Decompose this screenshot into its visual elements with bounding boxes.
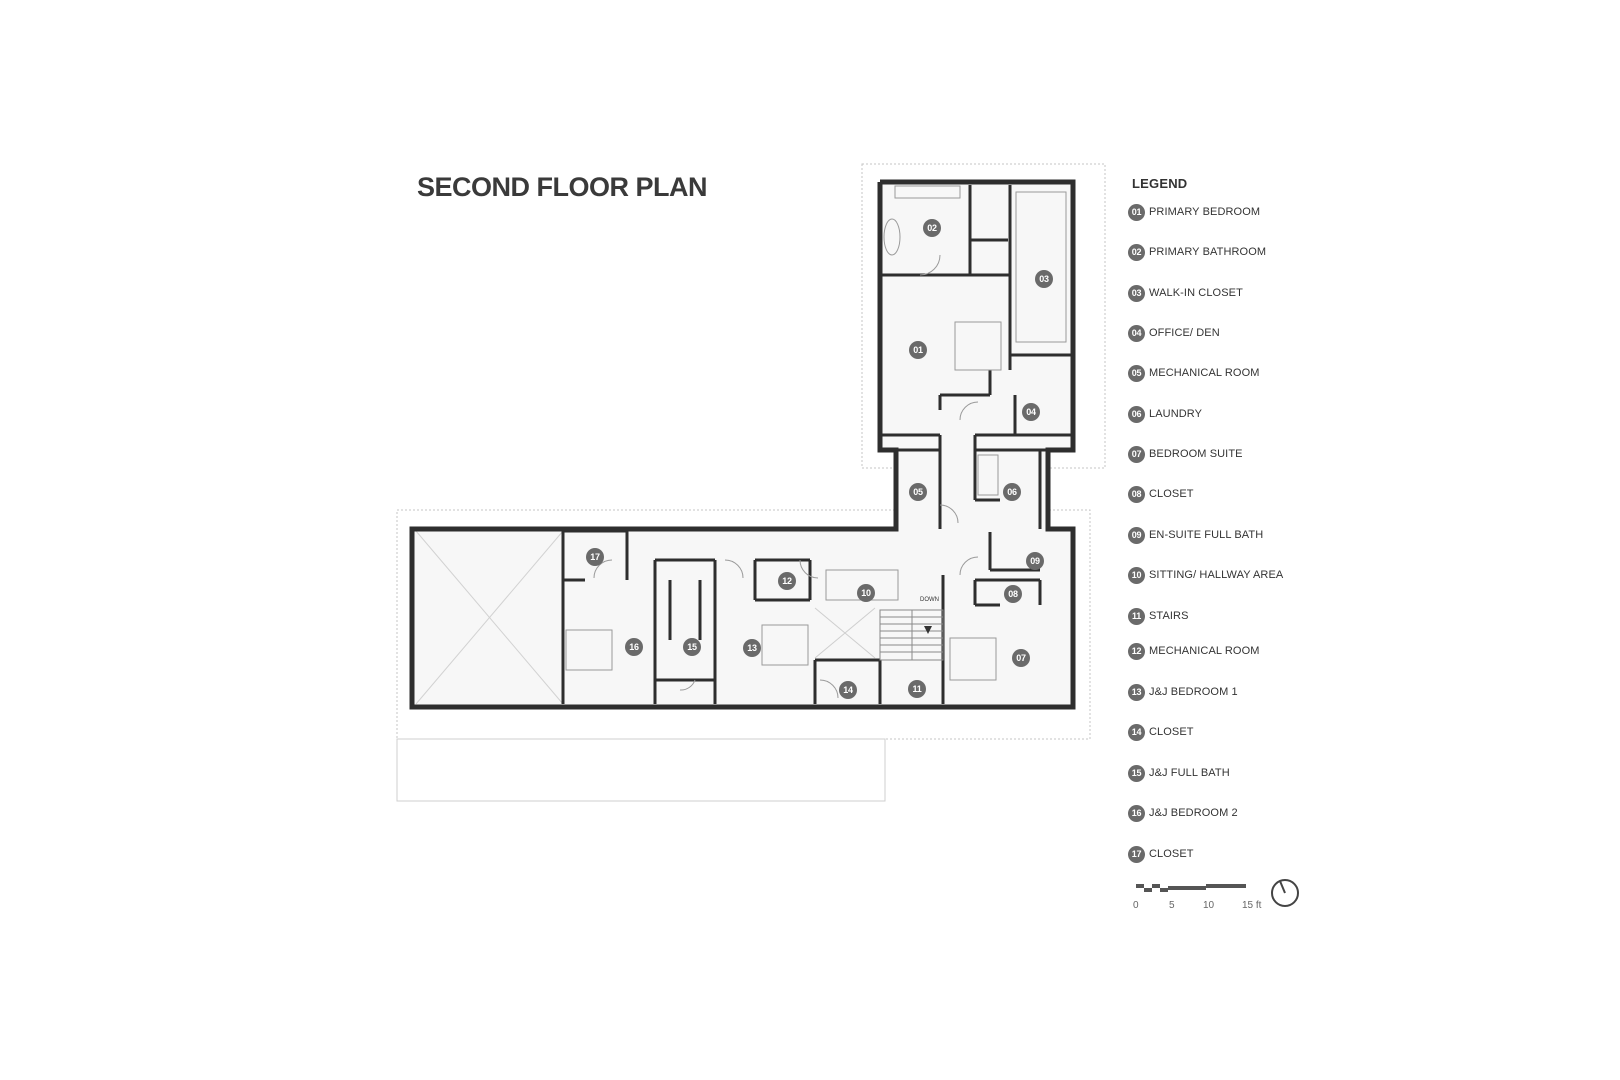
bedroom-07-bed (949, 637, 997, 681)
legend-item: 07 BEDROOM SUITE (1128, 445, 1328, 463)
legend-number-badge: 14 (1128, 723, 1145, 741)
legend-label: J&J FULL BATH (1149, 767, 1230, 779)
legend-number-badge: 11 (1128, 607, 1145, 625)
legend-number-badge: 13 (1128, 683, 1145, 701)
garage-open-to-below (415, 530, 564, 705)
room-tag: 02 (923, 219, 941, 237)
legend-item: 17 CLOSET (1128, 845, 1328, 863)
legend-number-badge: 02 (1128, 243, 1145, 261)
room-tag: 05 (909, 483, 927, 501)
room-tag: 12 (778, 572, 796, 590)
room-tag: 14 (839, 681, 857, 699)
legend-label: PRIMARY BEDROOM (1149, 206, 1261, 218)
door-swings (593, 254, 979, 699)
legend-label: CLOSET (1149, 848, 1194, 860)
scale-tick-5: 5 (1169, 900, 1175, 911)
stair-arrow-icon (924, 626, 932, 634)
stair-treads (879, 609, 944, 661)
room-tag: 01 (909, 341, 927, 359)
room-tag: 03 (1035, 270, 1053, 288)
legend-item: 10 SITTING/ HALLWAY AREA (1128, 566, 1328, 584)
legend-number-badge: 03 (1128, 284, 1145, 302)
page-title: SECOND FLOOR PLAN (417, 172, 708, 202)
room-tag: 13 (743, 639, 761, 657)
legend-item: 16 J&J BEDROOM 2 (1128, 804, 1328, 822)
legend-label: WALK-IN CLOSET (1149, 287, 1243, 299)
legend-item: 06 LAUNDRY (1128, 405, 1328, 423)
legend-number-badge: 07 (1128, 445, 1145, 463)
closet-shelving (1015, 191, 1067, 343)
legend-number-badge: 05 (1128, 364, 1145, 382)
legend-label: LAUNDRY (1149, 408, 1203, 420)
legend-item: 03 WALK-IN CLOSET (1128, 284, 1328, 302)
legend-number-badge: 17 (1128, 845, 1145, 863)
room-tag: 16 (625, 638, 643, 656)
legend-label: OFFICE/ DEN (1149, 327, 1220, 339)
legend-item: 08 CLOSET (1128, 485, 1328, 503)
legend-number-badge: 10 (1128, 566, 1145, 584)
legend-item: 13 J&J BEDROOM 1 (1128, 683, 1328, 701)
legend-number-badge: 08 (1128, 485, 1145, 503)
legend-label: J&J BEDROOM 1 (1149, 686, 1238, 698)
legend-label: SITTING/ HALLWAY AREA (1149, 569, 1284, 581)
legend-number-badge: 15 (1128, 764, 1145, 782)
legend-item: 05 MECHANICAL ROOM (1128, 364, 1328, 382)
legend-item: 04 OFFICE/ DEN (1128, 324, 1328, 342)
legend-label: MECHANICAL ROOM (1149, 645, 1260, 657)
scale-bar (1136, 884, 1246, 892)
porch-outline (396, 738, 886, 802)
bedroom-13-bed (761, 624, 809, 666)
legend-number-badge: 12 (1128, 642, 1145, 660)
room-tag: 11 (908, 680, 926, 698)
legend-item: 14 CLOSET (1128, 723, 1328, 741)
legend-number-badge: 04 (1128, 324, 1145, 342)
north-arrow-icon (1271, 879, 1299, 907)
legend-label: PRIMARY BATHROOM (1149, 246, 1267, 258)
stair-void (814, 607, 876, 659)
vanity (894, 185, 961, 199)
room-tag: 09 (1026, 552, 1044, 570)
legend-item: 11 STAIRS (1128, 607, 1328, 625)
legend-label: CLOSET (1149, 726, 1194, 738)
stair-down-label: DOWN (920, 597, 939, 603)
legend-number-badge: 06 (1128, 405, 1145, 423)
scale-tick-15: 15 ft (1242, 900, 1262, 911)
scale-tick-10: 10 (1203, 900, 1215, 911)
scale-tick-0: 0 (1133, 900, 1139, 911)
legend-item: 09 EN-SUITE FULL BATH (1128, 526, 1328, 544)
legend-title: LEGEND (1132, 176, 1188, 191)
legend-label: MECHANICAL ROOM (1149, 367, 1260, 379)
room-tag: 08 (1004, 585, 1022, 603)
room-tag: 06 (1003, 483, 1021, 501)
room-tag: 15 (683, 638, 701, 656)
legend-number-badge: 09 (1128, 526, 1145, 544)
legend-item: 01 PRIMARY BEDROOM (1128, 203, 1328, 221)
room-tag: 07 (1012, 649, 1030, 667)
legend-item: 02 PRIMARY BATHROOM (1128, 243, 1328, 261)
legend-number-badge: 01 (1128, 203, 1145, 221)
legend-label: BEDROOM SUITE (1149, 448, 1243, 460)
legend-label: STAIRS (1149, 610, 1189, 622)
legend-label: CLOSET (1149, 488, 1194, 500)
room-tag: 17 (586, 548, 604, 566)
laundry-machines (977, 454, 999, 496)
bathtub (883, 218, 901, 256)
room-tag: 10 (857, 584, 875, 602)
primary-bed (954, 321, 1002, 371)
legend-item: 15 J&J FULL BATH (1128, 764, 1328, 782)
interior-walls (561, 185, 1073, 704)
legend-item: 12 MECHANICAL ROOM (1128, 642, 1328, 660)
bedroom-16-bed (565, 629, 613, 671)
legend-label: EN-SUITE FULL BATH (1149, 529, 1264, 541)
room-tag: 04 (1022, 403, 1040, 421)
legend-number-badge: 16 (1128, 804, 1145, 822)
legend-label: J&J BEDROOM 2 (1149, 807, 1238, 819)
furniture (565, 185, 1067, 681)
